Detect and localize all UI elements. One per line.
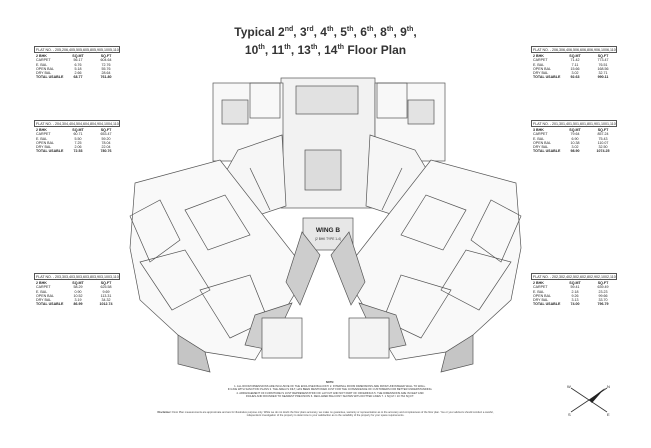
area-table-bottom-right: FLAT NO. - 202,302,402,502,602,802,902,1… bbox=[531, 273, 617, 306]
flat-numbers: FLAT NO. - 206,306,406,506,606,806,906,1… bbox=[531, 46, 617, 54]
shaft bbox=[330, 231, 366, 306]
balcony bbox=[440, 334, 474, 373]
flat-numbers: FLAT NO. - 203,303,403,503,603,803,903,1… bbox=[34, 273, 120, 281]
bedroom-lower-left bbox=[261, 317, 303, 359]
lift-lobby bbox=[295, 85, 359, 115]
area-table-top-left: FLAT NO. - 205,206,405,505,605,805,905,1… bbox=[34, 46, 120, 79]
area-table-mid-left: FLAT NO. - 204,304,404,504,604,804,904,1… bbox=[34, 120, 120, 153]
balcony bbox=[177, 334, 211, 373]
flat-numbers: FLAT NO. - 201,301,401,501,601,801,901,1… bbox=[531, 120, 617, 128]
bedroom-lower-right bbox=[348, 317, 390, 359]
wing-left bbox=[129, 159, 303, 361]
note-line: 1. ALL ROOM DIMENSIONS ARE INCLUSIVE OF … bbox=[234, 384, 426, 388]
room-outline bbox=[440, 249, 512, 311]
room-outline bbox=[139, 249, 211, 311]
compass-needle bbox=[589, 388, 605, 403]
room-outline bbox=[400, 194, 467, 251]
plan-notes: NOTE: 1. ALL ROOM DIMENSIONS ARE INCLUSI… bbox=[150, 381, 510, 399]
wing-right bbox=[348, 159, 522, 361]
partition-wall bbox=[249, 167, 271, 211]
room-outline bbox=[129, 199, 181, 263]
note-line: IN LINE WITH SANCTION PLANS 3. THE AREA … bbox=[227, 388, 433, 392]
flat-numbers: FLAT NO. - 205,206,405,505,605,805,905,1… bbox=[34, 46, 120, 54]
disclaimer-text: independent investigation of the propert… bbox=[246, 414, 405, 418]
compass-west: W bbox=[567, 384, 571, 389]
room-outline bbox=[376, 82, 408, 119]
compass-south: S bbox=[568, 412, 571, 417]
wing-label: WING B bbox=[316, 227, 340, 234]
balcony bbox=[407, 99, 435, 125]
note-line: INCHES AND ROUNDED TO NEAREST PRECISION … bbox=[245, 395, 415, 399]
disclaimer-label: Disclaimer: bbox=[157, 411, 172, 414]
area-table-mid-right: FLAT NO. - 201,301,401,501,601,801,901,1… bbox=[531, 120, 617, 153]
flat-numbers: FLAT NO. - 202,302,402,502,602,802,902,1… bbox=[531, 273, 617, 281]
compass-east: E bbox=[607, 412, 610, 417]
balcony bbox=[221, 99, 249, 125]
staircase bbox=[304, 149, 342, 191]
area-table-top-right: FLAT NO. - 206,306,406,506,606,806,906,1… bbox=[531, 46, 617, 79]
wing-sublabel: (2 BHK TYPE 1-4) bbox=[315, 237, 341, 241]
area-table-bottom-left: FLAT NO. - 203,303,403,503,603,803,903,1… bbox=[34, 273, 120, 306]
north-compass-icon: N S E W bbox=[567, 384, 610, 417]
room-outline bbox=[470, 199, 522, 263]
flat-numbers: FLAT NO. - 204,304,404,504,604,804,904,1… bbox=[34, 120, 120, 128]
shaft bbox=[285, 231, 321, 306]
plan-title-line-1: Typical 2nd, 3rd, 4th, 5th, 6th, 8th, 9t… bbox=[234, 25, 417, 39]
disclaimer-text: Floor Plan measurements are approximate … bbox=[172, 411, 494, 414]
room-outline bbox=[249, 82, 281, 119]
compass-north: N bbox=[607, 384, 610, 389]
notes-heading: NOTE: bbox=[325, 381, 335, 384]
partition-wall bbox=[381, 167, 403, 211]
note-line: 4. ARRANGEMENT OF FURNITURE IS JUST REPR… bbox=[236, 391, 424, 395]
room-outline bbox=[184, 194, 251, 251]
plan-title-line-2: 10th, 11th, 13th, 14th Floor Plan bbox=[244, 43, 407, 57]
disclaimer: Disclaimer: Floor Plan measurements are … bbox=[40, 411, 611, 418]
